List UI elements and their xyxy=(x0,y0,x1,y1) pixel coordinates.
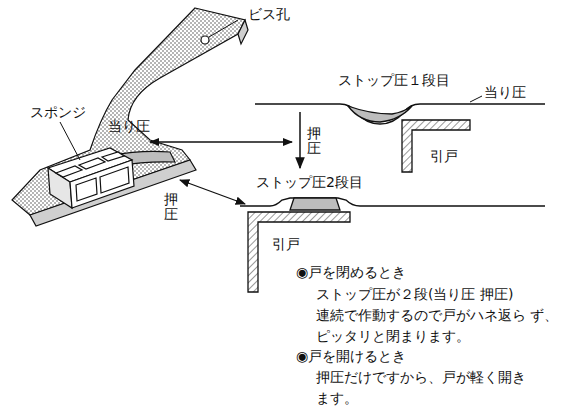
pressure-label: 当り圧 xyxy=(484,84,526,102)
stage-label: ストップ圧１段目 xyxy=(338,72,450,90)
note-body: ストップ圧が２段(当り圧 押圧) 連続で作動するので戸がハネ返ら ず、ピッタリと… xyxy=(316,284,561,347)
note-heading: ◉戸を閉めるとき xyxy=(296,264,406,282)
note-heading: ◉戸を開けるとき xyxy=(296,348,406,366)
pressure-label: 当り圧 xyxy=(108,118,150,136)
part-label: スポンジ xyxy=(30,104,86,122)
door-label: 引戸 xyxy=(272,236,300,254)
press-arrow xyxy=(299,112,301,168)
note-body: 押圧だけですから、戸が軽く開き ます。 xyxy=(316,367,561,409)
press-label: 押圧 xyxy=(164,192,178,223)
stage1-diagram xyxy=(255,96,545,172)
press-label: 押圧 xyxy=(307,126,321,157)
stage-label: ストップ圧2段目 xyxy=(256,174,363,192)
pressure-arrow xyxy=(150,141,292,142)
press-arrow xyxy=(180,180,245,204)
stage2-diagram xyxy=(240,198,545,292)
hole-label: ビス孔 xyxy=(248,6,290,24)
sponge-block xyxy=(48,148,134,208)
door-label: 引戸 xyxy=(430,148,458,166)
bracket-part xyxy=(12,8,248,226)
